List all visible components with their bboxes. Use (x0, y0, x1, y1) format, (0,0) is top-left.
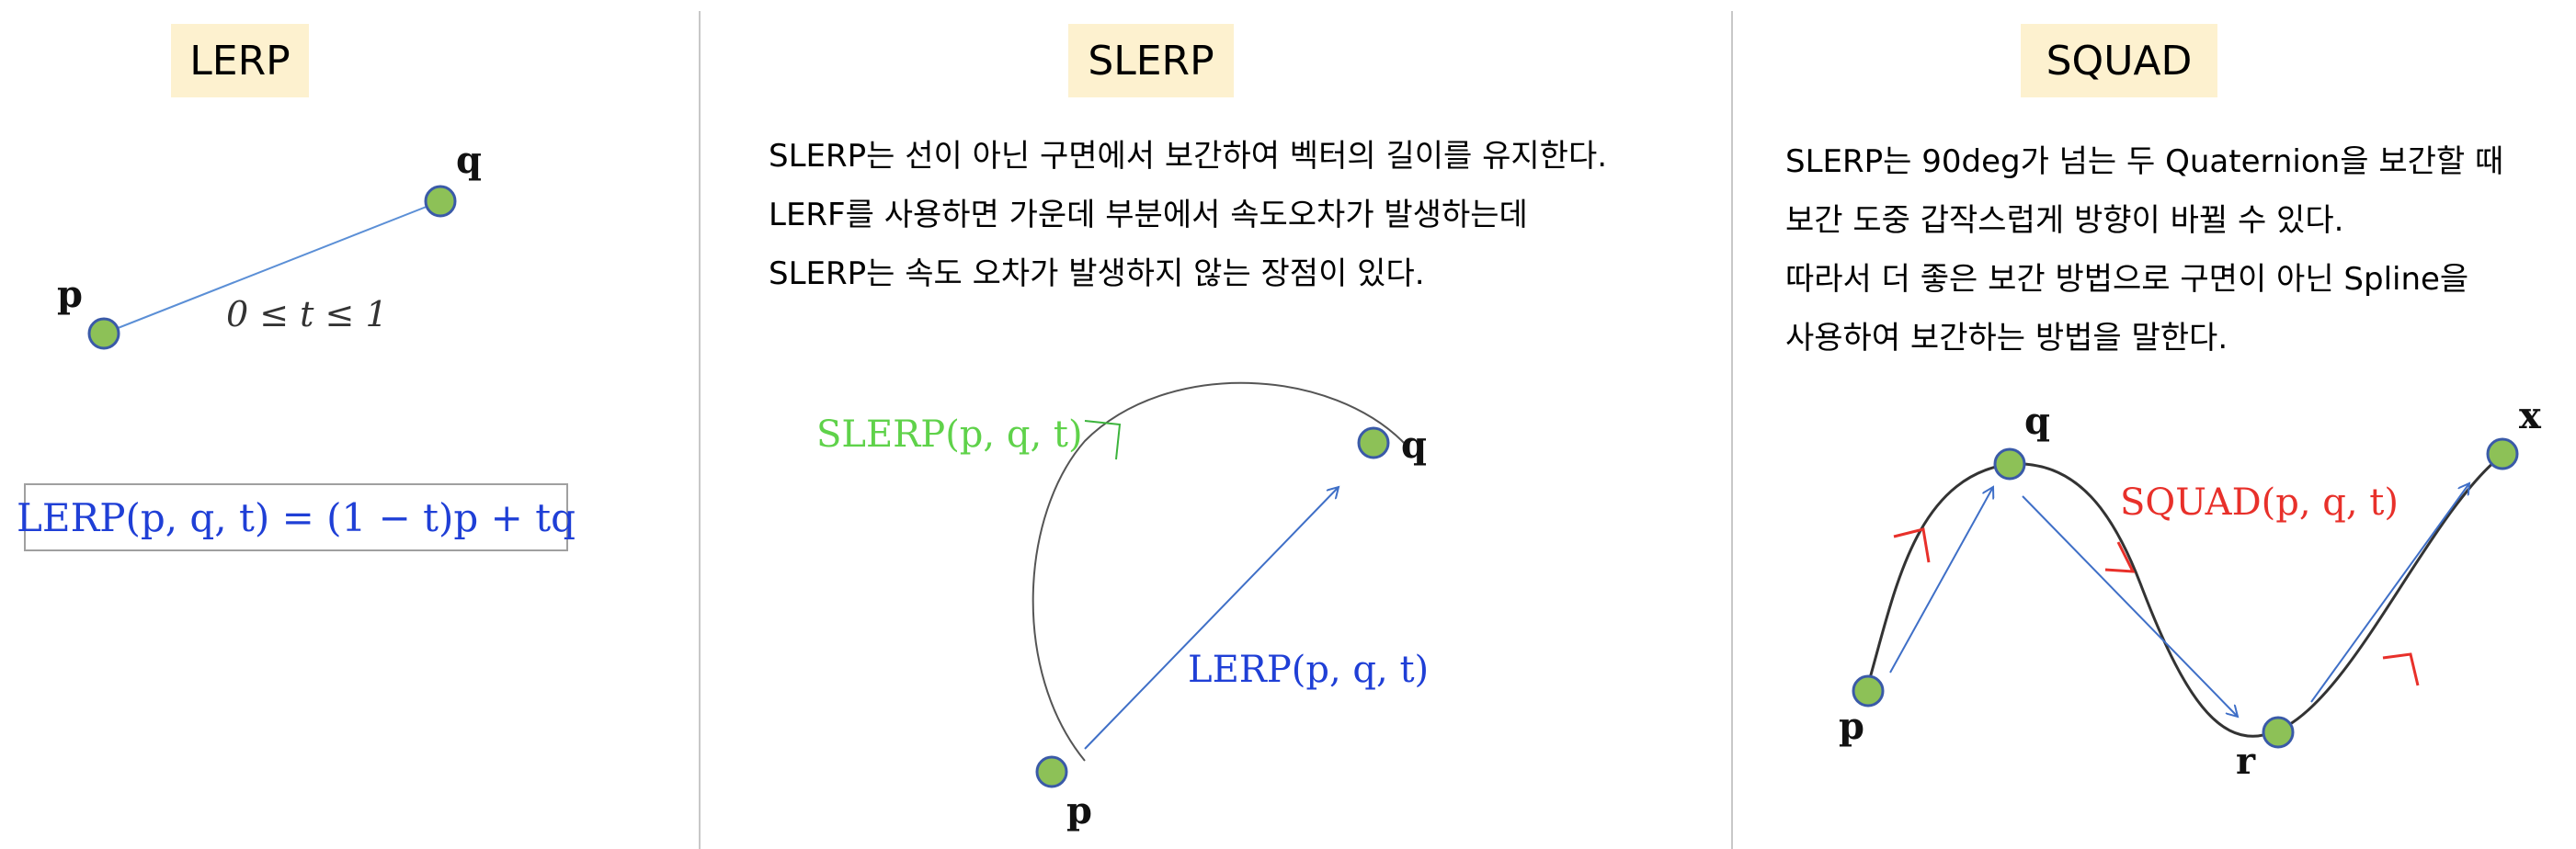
lerp-line (103, 200, 441, 334)
lerp-label-q: q (456, 139, 482, 182)
squad-line-3: 따라서 더 좋은 보간 방법으로 구면이 아닌 Spline을 (1785, 261, 2469, 298)
squad-vector-pq (1889, 487, 1993, 674)
divider-right (1731, 11, 1733, 849)
slerp-line-1: SLERP는 선이 아닌 구면에서 보간하여 벡터의 길이를 유지한다. (769, 138, 1608, 175)
slerp-arc-arrowhead (1084, 420, 1122, 460)
lerp-title: LERP (171, 24, 309, 97)
slerp-lerp-vector (1084, 487, 1339, 750)
lerp-label-p: p (57, 273, 83, 316)
squad-label-q: q (2024, 400, 2050, 443)
divider-left (699, 11, 701, 849)
squad-label-p: p (1839, 705, 1864, 748)
squad-arrowhead-2 (2104, 541, 2136, 573)
slerp-title: SLERP (1068, 24, 1234, 97)
slerp-description: SLERP는 선이 아닌 구면에서 보간하여 벡터의 길이를 유지한다. LER… (769, 127, 1607, 303)
squad-point-q (1993, 447, 2026, 481)
squad-point-p (1852, 674, 1885, 708)
slerp-line-2: LERF를 사용하면 가운데 부분에서 속도오차가 발생하는데 (769, 197, 1528, 233)
squad-arrowhead-3 (2382, 652, 2420, 686)
squad-spline (1864, 453, 2503, 738)
squad-point-x (2486, 437, 2519, 470)
squad-curve-label: SQUAD(p, q, t) (2120, 481, 2399, 524)
squad-point-r (2262, 716, 2295, 749)
slerp-label-p: p (1066, 789, 1092, 832)
lerp-diagram: p q 0 ≤ t ≤ 1 (57, 139, 482, 350)
lerp-formula: LERP(p, q, t) = (1 − t)p + tq (17, 483, 576, 551)
squad-line-2: 보간 도중 갑작스럽게 방향이 바뀔 수 있다. (1785, 202, 2344, 239)
squad-description: SLERP는 90deg가 넘는 두 Quaternion을 보간할 때 보간 … (1785, 132, 2503, 368)
slerp-point-p (1035, 755, 1068, 788)
squad-label-x: x (2519, 394, 2542, 437)
slerp-lerp-label: LERP(p, q, t) (1188, 649, 1429, 691)
squad-line-1: SLERP는 90deg가 넘는 두 Quaternion을 보간할 때 (1785, 143, 2504, 180)
slerp-label-q: q (1401, 424, 1427, 467)
lerp-range: 0 ≤ t ≤ 1 (226, 294, 388, 334)
lerp-point-p (87, 317, 120, 350)
squad-vector-rx (2310, 483, 2469, 703)
lerp-point-q (424, 185, 457, 218)
slerp-arc-label: SLERP(p, q, t) (816, 413, 1083, 456)
slerp-point-q (1357, 426, 1390, 459)
squad-arrowhead-1 (1893, 527, 1931, 563)
slerp-arc (1032, 381, 1408, 762)
slerp-line-3: SLERP는 속도 오차가 발생하지 않는 장점이 있다. (769, 255, 1425, 292)
squad-label-r: r (2236, 740, 2256, 783)
squad-title: SQUAD (2021, 24, 2217, 97)
squad-line-4: 사용하여 보간하는 방법을 말한다. (1785, 320, 2228, 357)
squad-vector-qr (2022, 495, 2238, 717)
